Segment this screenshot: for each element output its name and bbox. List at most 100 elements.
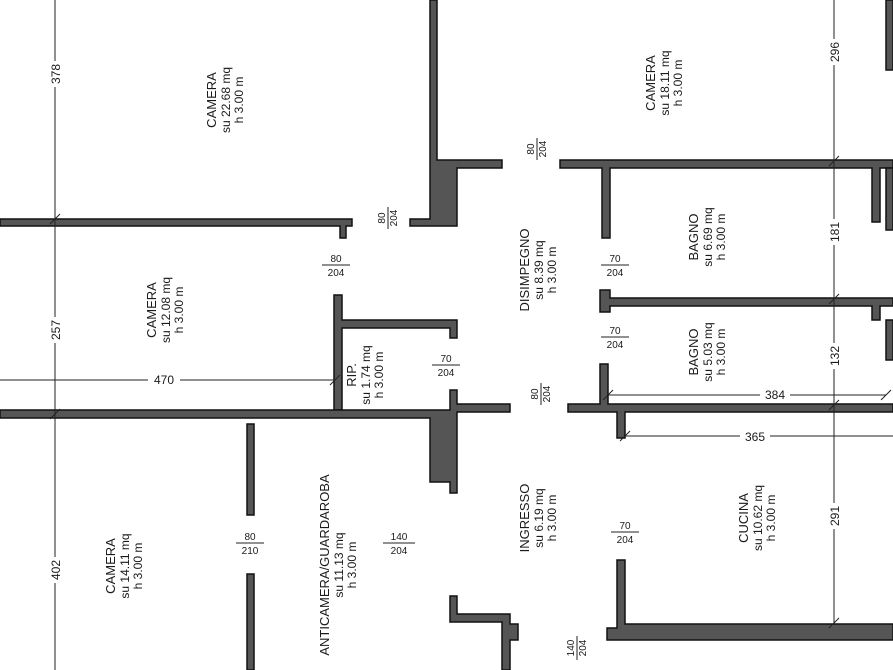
dim-296: 296: [828, 42, 842, 62]
svg-text:70: 70: [440, 354, 452, 365]
wall-closet-lower: [246, 573, 255, 670]
door-label-rip: 70 204: [432, 354, 460, 379]
svg-text:su 14.11 mq: su 14.11 mq: [118, 533, 132, 598]
door-label-camera3: 80 204: [322, 254, 350, 279]
svg-text:CAMERA: CAMERA: [643, 55, 658, 111]
svg-text:su 11.13 mq: su 11.13 mq: [332, 532, 346, 597]
door-label-bagno1: 70 204: [601, 254, 629, 279]
dim-384: 384: [765, 388, 785, 402]
svg-text:h 3.00 m: h 3.00 m: [545, 495, 559, 542]
svg-text:CAMERA: CAMERA: [103, 538, 118, 594]
svg-text:h 3.00 m: h 3.00 m: [671, 60, 685, 107]
wall-right-edge-upper: [885, 0, 893, 71]
svg-text:h 3.00 m: h 3.00 m: [372, 352, 386, 399]
svg-text:DISIMPEGNO: DISIMPEGNO: [517, 228, 532, 311]
dim-365: 365: [745, 430, 765, 444]
door-label-anticamera: 140 204: [383, 532, 415, 557]
svg-text:BAGNO: BAGNO: [686, 214, 701, 261]
svg-text:su 12.08 mq: su 12.08 mq: [159, 277, 173, 343]
door-label-camera4: 80 210: [236, 532, 264, 557]
wall-center-upper: [409, 0, 503, 227]
svg-text:204: 204: [617, 535, 634, 546]
svg-text:80: 80: [330, 254, 342, 265]
room-camera-3: CAMERA su 12.08 mq h 3.00 m: [144, 277, 186, 343]
svg-text:204: 204: [438, 368, 455, 379]
room-ingresso: INGRESSO su 6.19 mq h 3.00 m: [517, 484, 559, 553]
room-bagno-2: BAGNO su 5.03 mq h 3.00 m: [686, 322, 728, 381]
svg-text:204: 204: [607, 268, 624, 279]
svg-text:su 10.62 mq: su 10.62 mq: [751, 485, 765, 551]
room-anticamera: ANTICAMERA/GUARDAROBA su 11.13 mq h 3.00…: [317, 474, 359, 656]
svg-text:210: 210: [242, 546, 259, 557]
wall-middle-left: [0, 389, 511, 494]
dim-470: 470: [154, 373, 174, 387]
dim-378: 378: [49, 64, 63, 84]
wall-right-edge-mid: [885, 167, 893, 231]
svg-text:h 3.00 m: h 3.00 m: [764, 495, 778, 542]
svg-text:70: 70: [609, 326, 621, 337]
svg-text:su 18.11 mq: su 18.11 mq: [658, 50, 672, 115]
room-camera-1: CAMERA su 22.68 mq h 3.00 m: [204, 67, 246, 133]
svg-text:su 5.03 mq: su 5.03 mq: [701, 322, 715, 381]
room-camera-4: CAMERA su 14.11 mq h 3.00 m: [103, 533, 145, 598]
door-label-ingresso: 80 204: [530, 383, 553, 405]
svg-text:su 6.19 mq: su 6.19 mq: [532, 488, 546, 547]
door-label-entrance: 140 204: [566, 636, 589, 660]
wall-upper-left: [0, 218, 353, 239]
door-label-cucina: 70 204: [611, 521, 639, 546]
svg-text:INGRESSO: INGRESSO: [517, 484, 532, 553]
room-bagno-1: BAGNO su 6.69 mq h 3.00 m: [686, 207, 728, 266]
wall-right-edge-lower: [885, 319, 893, 361]
dim-257: 257: [49, 320, 63, 340]
svg-text:204: 204: [328, 268, 345, 279]
svg-text:80: 80: [377, 212, 388, 224]
wall-closet-upper: [246, 423, 255, 516]
svg-text:204: 204: [538, 140, 549, 157]
svg-text:h 3.00 m: h 3.00 m: [232, 77, 246, 124]
svg-text:140: 140: [566, 639, 577, 656]
svg-text:140: 140: [391, 532, 408, 543]
svg-text:su 6.69 mq: su 6.69 mq: [701, 207, 715, 266]
svg-text:BAGNO: BAGNO: [686, 329, 701, 376]
svg-text:h 3.00 m: h 3.00 m: [545, 247, 559, 294]
door-label-bagno2: 70 204: [601, 326, 629, 351]
door-label-camera2: 80 204: [526, 138, 549, 160]
svg-text:ANTICAMERA/GUARDAROBA: ANTICAMERA/GUARDAROBA: [317, 474, 332, 656]
svg-text:204: 204: [542, 385, 553, 402]
wall-rip: [333, 294, 458, 411]
svg-text:70: 70: [609, 254, 621, 265]
svg-text:h 3.00 m: h 3.00 m: [172, 287, 186, 334]
svg-text:70: 70: [619, 521, 631, 532]
svg-text:su 1.74 mq: su 1.74 mq: [359, 345, 373, 404]
dimension-labels: 378 257 402 470 296 181 132 291 384 365: [49, 39, 843, 583]
svg-text:su 22.68 mq: su 22.68 mq: [219, 67, 233, 133]
room-labels: CAMERA su 22.68 mq h 3.00 m CAMERA su 18…: [103, 50, 778, 655]
svg-text:80: 80: [244, 532, 256, 543]
svg-text:CAMERA: CAMERA: [204, 72, 219, 128]
svg-text:h 3.00 m: h 3.00 m: [714, 214, 728, 261]
svg-text:204: 204: [578, 639, 589, 656]
svg-text:h 3.00 m: h 3.00 m: [714, 329, 728, 376]
svg-text:CAMERA: CAMERA: [144, 282, 159, 338]
room-camera-2: CAMERA su 18.11 mq h 3.00 m: [643, 50, 685, 115]
wall-bagno-div: [599, 289, 893, 321]
wall-bagno-lower: [567, 363, 893, 439]
room-cucina: CUCINA su 10.62 mq h 3.00 m: [736, 485, 778, 551]
svg-text:CUCINA: CUCINA: [736, 493, 751, 543]
svg-text:204: 204: [391, 546, 408, 557]
svg-text:204: 204: [389, 209, 400, 226]
room-disimpegno: DISIMPEGNO su 8.39 mq h 3.00 m: [517, 228, 559, 311]
svg-text:su 8.39 mq: su 8.39 mq: [532, 240, 546, 299]
door-labels: 80 204 80 204 80 204 70 204 70 204 70: [236, 138, 639, 660]
svg-text:80: 80: [526, 143, 537, 155]
svg-text:204: 204: [607, 340, 624, 351]
svg-text:RIP.: RIP.: [344, 363, 359, 387]
dim-181: 181: [828, 222, 842, 242]
room-ripostiglio: RIP. su 1.74 mq h 3.00 m: [344, 345, 386, 404]
wall-pillar-bottom: [449, 595, 519, 670]
door-label-camera1: 80 204: [377, 207, 400, 229]
dim-402: 402: [49, 560, 63, 580]
wall-cucina-left: [606, 559, 893, 641]
